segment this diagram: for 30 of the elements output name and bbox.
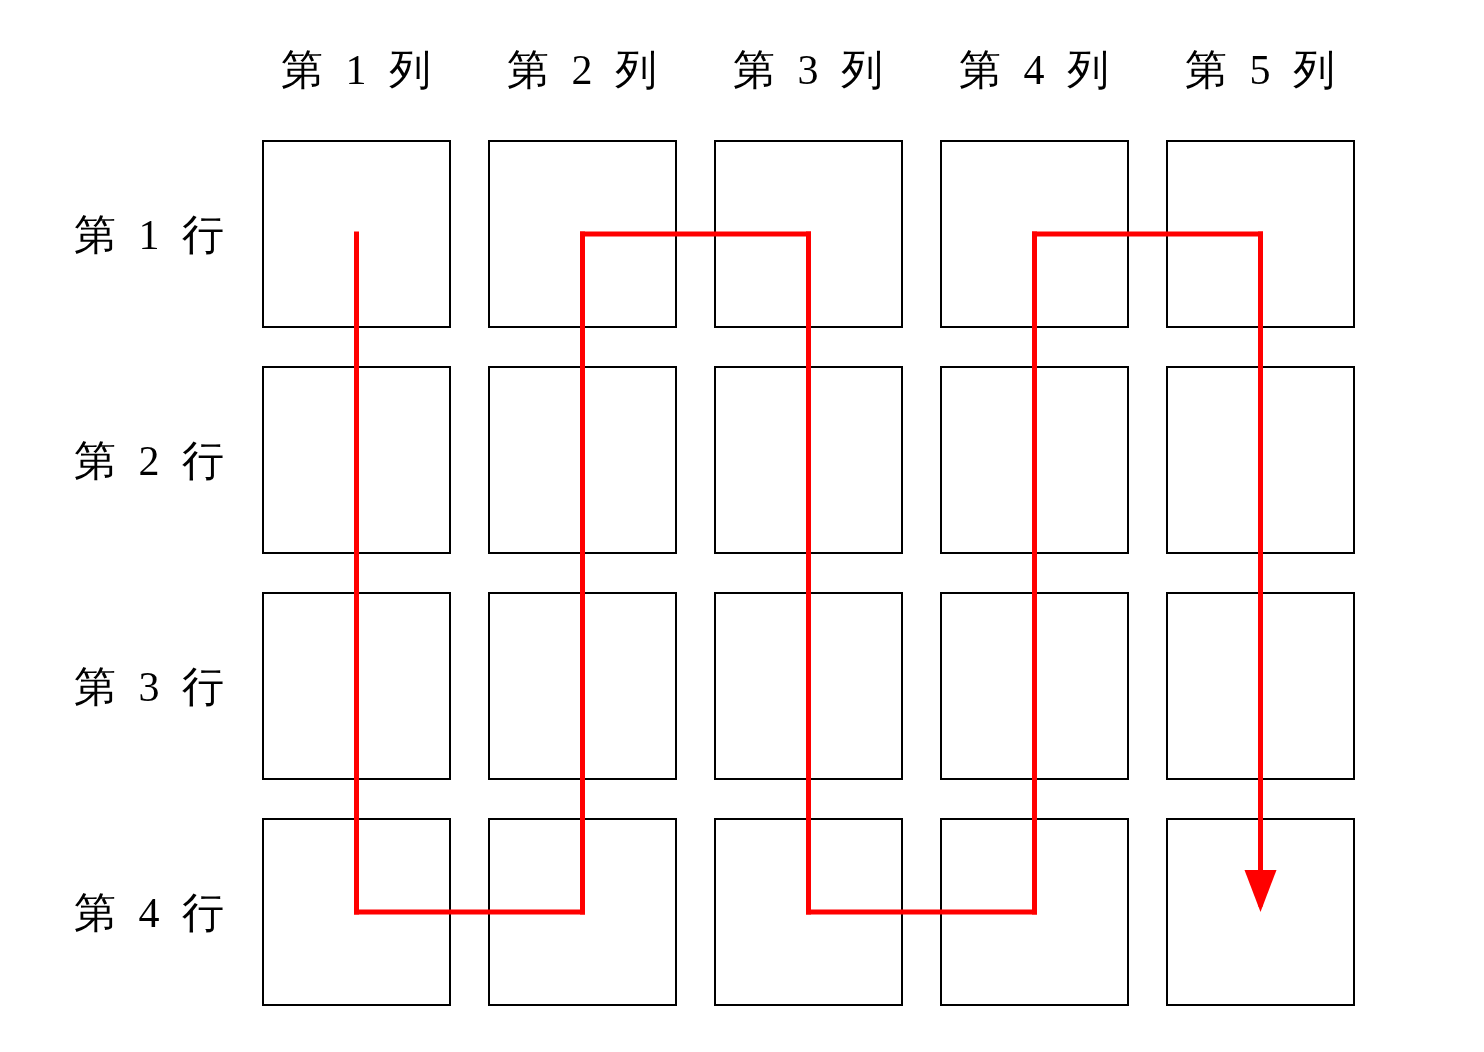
arrow — [1244, 683, 1277, 912]
grid-box — [1166, 818, 1355, 1006]
grid-box — [714, 592, 903, 780]
grid-box — [488, 140, 677, 328]
column-header: 第 2 列 — [507, 45, 657, 95]
grid-box — [262, 366, 451, 554]
grid-box — [940, 366, 1129, 554]
grid-box — [1166, 140, 1355, 328]
grid-box — [488, 366, 677, 554]
grid-box — [714, 818, 903, 1006]
grid-box — [262, 140, 451, 328]
grid-box — [1166, 366, 1355, 554]
row-header: 第 1 行 — [74, 210, 224, 260]
grid-box — [714, 366, 903, 554]
grid-box — [488, 818, 677, 1006]
grid-box — [940, 818, 1129, 1006]
grid-box — [940, 592, 1129, 780]
grid-box — [262, 592, 451, 780]
grid-box — [940, 140, 1129, 328]
column-header: 第 3 列 — [733, 45, 883, 95]
row-header: 第 4 行 — [74, 888, 224, 938]
column-header: 第 4 列 — [959, 45, 1109, 95]
row-header: 第 2 行 — [74, 436, 224, 486]
grid-box — [714, 140, 903, 328]
grid-box — [262, 818, 451, 1006]
grid-box — [1166, 592, 1355, 780]
grid-box — [488, 592, 677, 780]
column-header: 第 5 列 — [1185, 45, 1335, 95]
row-header: 第 3 行 — [74, 662, 224, 712]
column-header: 第 1 列 — [281, 45, 431, 95]
